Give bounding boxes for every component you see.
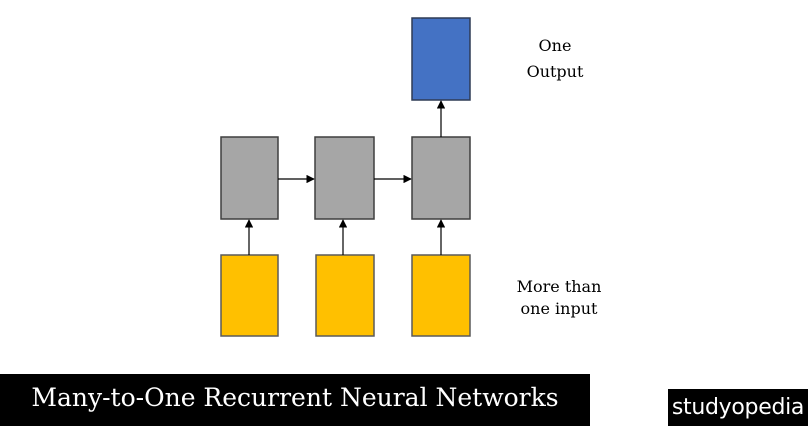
input-label-line2: one input xyxy=(520,299,598,318)
input-box-2 xyxy=(315,254,375,337)
title-banner: Many-to-One Recurrent Neural Networks xyxy=(0,374,590,426)
input-box-3 xyxy=(411,254,471,337)
input-label: More than one input xyxy=(494,276,624,320)
hidden-box-3 xyxy=(411,136,471,220)
input-label-line1: More than xyxy=(516,277,602,296)
output-label-line2: Output xyxy=(526,62,584,81)
brand-logo: studyopedia xyxy=(668,389,808,426)
output-box xyxy=(411,17,471,101)
hidden-box-2 xyxy=(314,136,375,220)
output-label-line1: One xyxy=(538,36,572,55)
hidden-box-1 xyxy=(220,136,279,220)
output-label: One Output xyxy=(505,35,605,83)
input-box-1 xyxy=(220,254,279,337)
